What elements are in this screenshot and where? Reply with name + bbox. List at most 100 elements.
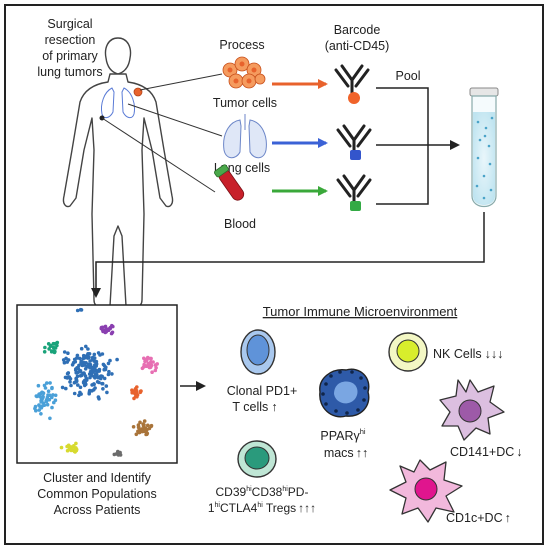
cluster-dot: [108, 358, 112, 363]
cluster-dot: [99, 325, 104, 330]
cluster-dot: [75, 374, 80, 379]
cluster-dot: [64, 356, 68, 361]
cluster-dot: [65, 448, 70, 453]
cluster-dot: [41, 391, 46, 396]
cluster-dot: [79, 308, 84, 312]
barcode-tag-tumor: [348, 92, 360, 104]
cluster-dot: [53, 349, 57, 354]
cluster-dot: [132, 396, 136, 401]
cluster-dot: [41, 401, 46, 406]
source-label: Surgical resection of primary lung tumor…: [37, 17, 102, 79]
pointer-lung-line: [127, 103, 223, 137]
cluster-dot: [37, 403, 41, 407]
cluster-dot: [103, 324, 108, 329]
source-line-3: of primary: [42, 49, 98, 63]
tumor-cell-nuclei: [227, 61, 257, 84]
cluster-dot: [149, 423, 154, 428]
cluster-dot: [106, 361, 111, 366]
cluster-dot: [41, 395, 45, 399]
cluster-dot: [138, 420, 142, 425]
cluster-dot: [92, 369, 96, 373]
ppar-line-2: macs↑↑: [324, 446, 368, 460]
cluster-dot: [100, 352, 105, 356]
cluster-dot: [42, 350, 47, 354]
cluster-dot: [45, 402, 50, 407]
cluster-dot: [86, 364, 90, 369]
cluster-dot: [78, 374, 83, 378]
cluster-dot: [82, 362, 86, 367]
cluster-dot: [90, 357, 95, 362]
cluster-dot: [82, 378, 87, 383]
pool-bracket: [376, 87, 429, 205]
cluster-dot: [49, 343, 53, 348]
cluster-dot: [55, 340, 60, 345]
cluster-dot: [50, 405, 54, 410]
cluster-dot: [96, 351, 101, 355]
tregs-line-1: CD39hiCD38hiPD-: [216, 485, 309, 499]
nk-label: NK Cells↓↓↓: [433, 347, 503, 361]
antibody-tumor-icon: [334, 64, 370, 98]
cluster-dot: [73, 450, 77, 454]
cluster-dot: [144, 432, 149, 436]
process-label: Process: [219, 38, 264, 52]
cluster-dot: [93, 386, 97, 390]
cluster-dot: [103, 367, 108, 372]
cluster-dot: [86, 347, 90, 351]
cluster-dot: [71, 360, 76, 365]
cluster-dot: [75, 308, 80, 313]
body-lungs-icon: [101, 87, 135, 119]
cluster-dot: [110, 372, 114, 376]
cluster-dot: [52, 400, 56, 405]
cluster-dot: [64, 386, 68, 391]
cluster-dot: [101, 362, 106, 367]
cluster-dot: [68, 377, 73, 381]
cluster-dot: [72, 391, 77, 396]
cluster-dot: [106, 372, 111, 377]
cluster-dot: [66, 351, 70, 356]
cluster-dot: [51, 393, 55, 397]
cd1c-label: CD1c+DC↑: [446, 511, 511, 525]
cluster-dot: [150, 370, 154, 375]
cluster-dot: [59, 445, 64, 450]
cluster-dot: [48, 416, 52, 421]
cluster-dot: [84, 344, 88, 349]
cluster-dot: [75, 366, 79, 370]
cluster-dot: [151, 360, 155, 364]
cd141-dc-icon: [439, 379, 505, 441]
cluster-dot: [40, 404, 44, 409]
cluster-dot: [111, 324, 115, 329]
cluster-dot: [36, 383, 41, 388]
cluster-dot: [136, 425, 141, 429]
body-tumor-icon: [133, 87, 143, 97]
source-line-1: Surgical: [47, 17, 92, 31]
cluster-dot: [55, 343, 59, 348]
cluster-dot: [47, 397, 52, 402]
cluster-dot: [78, 370, 83, 374]
barcode-tag-lung: [350, 150, 361, 160]
cluster-dot: [50, 349, 54, 353]
cluster-dot: [35, 394, 39, 399]
ppar-line-1: PPARγhi: [320, 427, 366, 443]
tube-to-cluster-arrow: [91, 212, 485, 298]
barcode-line-2: (anti-CD45): [325, 39, 390, 53]
cluster-dot: [74, 441, 78, 446]
cluster-dot: [102, 376, 107, 381]
ppar-macrophage-icon: [319, 368, 370, 418]
cluster-dot: [66, 443, 71, 448]
pooled-sample-tube-icon: [469, 87, 499, 208]
clonal-t-cell-icon: [240, 329, 276, 375]
cluster-dot: [118, 453, 123, 457]
cluster-dot: [146, 423, 150, 428]
pool-label: Pool: [395, 69, 420, 83]
cluster-dot: [107, 369, 111, 374]
cluster-dot: [131, 425, 136, 429]
cluster-dot: [46, 389, 51, 394]
source-line-2: resection: [45, 33, 96, 47]
cluster-line-3: Across Patients: [54, 503, 141, 517]
cluster-dot: [134, 432, 139, 437]
cluster-dot: [142, 423, 146, 427]
cluster-dot: [68, 380, 72, 384]
cluster-dot: [140, 429, 145, 434]
cluster-dot: [144, 358, 149, 363]
blood-tube-icon: [214, 164, 245, 201]
